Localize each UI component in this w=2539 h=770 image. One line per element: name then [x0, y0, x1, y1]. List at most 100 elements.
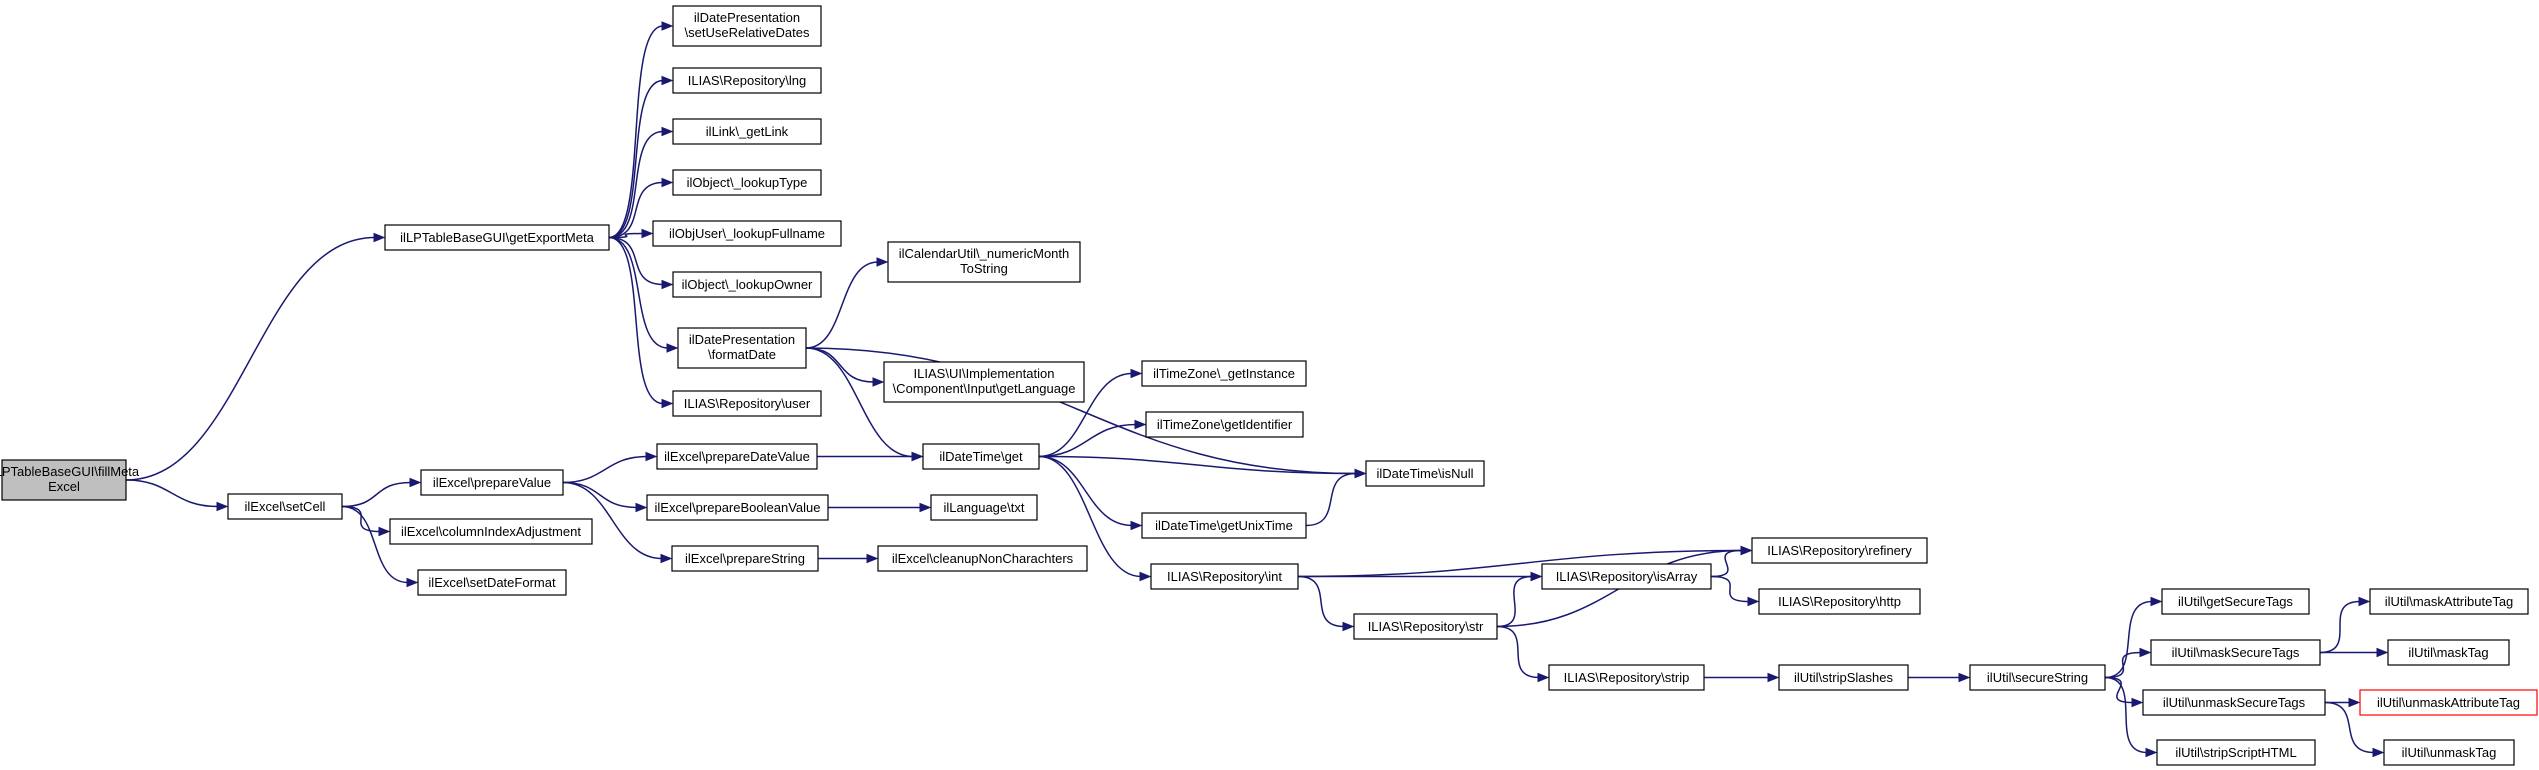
node-label: ilUtil\maskAttributeTag — [2385, 594, 2514, 609]
node-column-index-adjustment[interactable]: ilExcel\columnIndexAdjustment — [389, 518, 593, 545]
node-prepare-boolean-value[interactable]: ilExcel\prepareBooleanValue — [646, 494, 829, 521]
node-secure-string[interactable]: ilUtil\secureString — [1969, 664, 2106, 691]
node-box — [1758, 588, 1921, 615]
node-box — [883, 361, 1085, 403]
node-label: ilLPTableBaseGUI\fillMeta — [0, 464, 140, 479]
node-label: ilUtil\stripScriptHTML — [2175, 745, 2296, 760]
node-cleanup-non-charachters[interactable]: ilExcel\cleanupNonCharachters — [877, 545, 1088, 572]
nodes-layer: ilLPTableBaseGUI\fillMetaExcelilLPTableB… — [0, 5, 2538, 766]
node-dt-get[interactable]: ilDateTime\get — [922, 443, 1040, 470]
node-box — [1778, 664, 1909, 691]
node-repo-int[interactable]: ILIAS\Repository\int — [1150, 563, 1299, 590]
edge-get-export-meta-to-lng — [608, 75, 674, 239]
node-label: ilDatePresentation — [689, 332, 795, 347]
edge-dt-get-to-is-null — [1038, 455, 1367, 479]
node-prepare-date-value[interactable]: ilExcel\prepareDateValue — [656, 443, 818, 470]
node-label: ILIAS\Repository\int — [1167, 569, 1282, 584]
arrowhead-icon — [1740, 545, 1753, 556]
arrowhead-icon — [2376, 647, 2389, 658]
node-box — [677, 327, 807, 369]
arrowhead-icon — [661, 75, 674, 86]
node-unmask-tag[interactable]: ilUtil\unmaskTag — [2383, 739, 2515, 766]
node-box — [1, 459, 127, 501]
node-mask-attribute-tag[interactable]: ilUtil\maskAttributeTag — [2369, 588, 2529, 615]
node-user[interactable]: ILIAS\Repository\user — [672, 390, 822, 417]
node-label: ilExcel\prepareValue — [433, 475, 551, 490]
node-box — [1541, 563, 1712, 590]
node-unmask-attribute-tag[interactable]: ilUtil\unmaskAttributeTag — [2359, 689, 2538, 716]
node-repo-str[interactable]: ILIAS\Repository\str — [1353, 613, 1498, 640]
edge-unmask-secure-tags-to-unmask-attribute-tag — [2325, 697, 2361, 708]
node-format-date[interactable]: ilDatePresentation\formatDate — [677, 327, 807, 369]
node-lookup-owner[interactable]: ilObject\_lookupOwner — [672, 271, 822, 298]
node-box — [2161, 588, 2310, 615]
node-get-unix-time[interactable]: ilDateTime\getUnixTime — [1141, 512, 1307, 539]
node-box — [1145, 411, 1304, 438]
node-label: ilCalendarUtil\_numericMonth — [899, 246, 1070, 261]
node-box — [1141, 360, 1307, 387]
edge-repo-int-to-repo-str — [1297, 575, 1355, 632]
edge-set-cell-to-set-date-format — [341, 505, 419, 588]
node-prepare-value[interactable]: ilExcel\prepareValue — [420, 469, 564, 496]
node-is-null[interactable]: ilDateTime\isNull — [1365, 460, 1485, 487]
arrowhead-icon — [876, 257, 889, 267]
node-http[interactable]: ILIAS\Repository\http — [1758, 588, 1921, 615]
node-label: \setUseRelativeDates — [685, 25, 810, 40]
node-label: ILIAS\Repository\lng — [688, 73, 807, 88]
edge-prepare-value-to-prepare-string — [562, 481, 673, 564]
node-box — [2387, 639, 2510, 666]
node-set-date-format[interactable]: ilExcel\setDateFormat — [417, 569, 567, 596]
node-is-array[interactable]: ILIAS\Repository\isArray — [1541, 563, 1712, 590]
edge-prepare-date-value-to-dt-get — [817, 451, 924, 462]
node-tz-get-instance[interactable]: ilTimeZone\_getInstance — [1141, 360, 1307, 387]
node-lookup-fullname[interactable]: ilObjUser\_lookupFullname — [652, 220, 842, 247]
node-unmask-secure-tags[interactable]: ilUtil\unmaskSecureTags — [2142, 689, 2326, 716]
node-box — [652, 220, 842, 247]
edge-repo-str-to-is-array — [1496, 571, 1543, 628]
node-strip-script-html[interactable]: ilUtil\stripScriptHTML — [2156, 739, 2316, 766]
node-get-secure-tags[interactable]: ilUtil\getSecureTags — [2161, 588, 2310, 615]
edge-get-export-meta-to-get-link — [608, 126, 674, 239]
node-box — [2383, 739, 2515, 766]
node-get-language[interactable]: ILIAS\UI\Implementation\Component\Input\… — [883, 361, 1085, 403]
node-label: ilTimeZone\getIdentifier — [1157, 417, 1293, 432]
node-box — [389, 518, 593, 545]
edge-is-array-to-http — [1710, 575, 1760, 607]
node-lng[interactable]: ILIAS\Repository\lng — [672, 67, 822, 94]
arrowhead-icon — [1342, 621, 1355, 632]
node-set-use-relative-dates[interactable]: ilDatePresentation\setUseRelativeDates — [672, 5, 822, 47]
node-refinery[interactable]: ILIAS\Repository\refinery — [1751, 537, 1928, 564]
node-mask-secure-tags[interactable]: ilUtil\maskSecureTags — [2150, 639, 2321, 666]
node-label: ilExcel\setDateFormat — [428, 575, 556, 590]
node-mask-tag[interactable]: ilUtil\maskTag — [2387, 639, 2510, 666]
node-label: ilDateTime\get — [939, 449, 1023, 464]
node-box — [1353, 613, 1498, 640]
node-get-export-meta[interactable]: ilLPTableBaseGUI\getExportMeta — [384, 224, 610, 251]
node-repo-strip[interactable]: ILIAS\Repository\strip — [1548, 664, 1705, 691]
arrowhead-icon — [635, 502, 648, 513]
arrowhead-icon — [2372, 747, 2385, 758]
arrowhead-icon — [911, 451, 924, 462]
arrowhead-icon — [216, 501, 229, 512]
edge-prepare-value-to-prepare-boolean-value — [562, 481, 648, 513]
node-tz-get-identifier[interactable]: ilTimeZone\getIdentifier — [1145, 411, 1304, 438]
node-prepare-string[interactable]: ilExcel\prepareString — [671, 545, 819, 572]
arrowhead-icon — [373, 232, 386, 243]
edge-mask-secure-tags-to-mask-tag — [2320, 647, 2389, 658]
node-lookup-type[interactable]: ilObject\_lookupType — [672, 169, 822, 196]
node-label: ilObject\_lookupOwner — [682, 277, 813, 292]
arrowhead-icon — [641, 228, 654, 239]
edge-secure-string-to-mask-secure-tags — [2104, 647, 2152, 679]
node-txt[interactable]: ilLanguage\txt — [930, 494, 1038, 521]
arrowhead-icon — [378, 526, 391, 537]
edge-fill-meta-excel-to-get-export-meta — [125, 232, 386, 481]
node-strip-slashes[interactable]: ilUtil\stripSlashes — [1778, 664, 1909, 691]
node-set-cell[interactable]: ilExcel\setCell — [227, 493, 343, 520]
edge-get-export-meta-to-lookup-type — [608, 177, 674, 239]
node-label: \formatDate — [708, 347, 776, 362]
node-label: ilUtil\maskTag — [2408, 645, 2488, 660]
node-get-link[interactable]: ilLink\_getLink — [672, 118, 822, 145]
edge-secure-string-to-strip-script-html — [2104, 676, 2158, 758]
